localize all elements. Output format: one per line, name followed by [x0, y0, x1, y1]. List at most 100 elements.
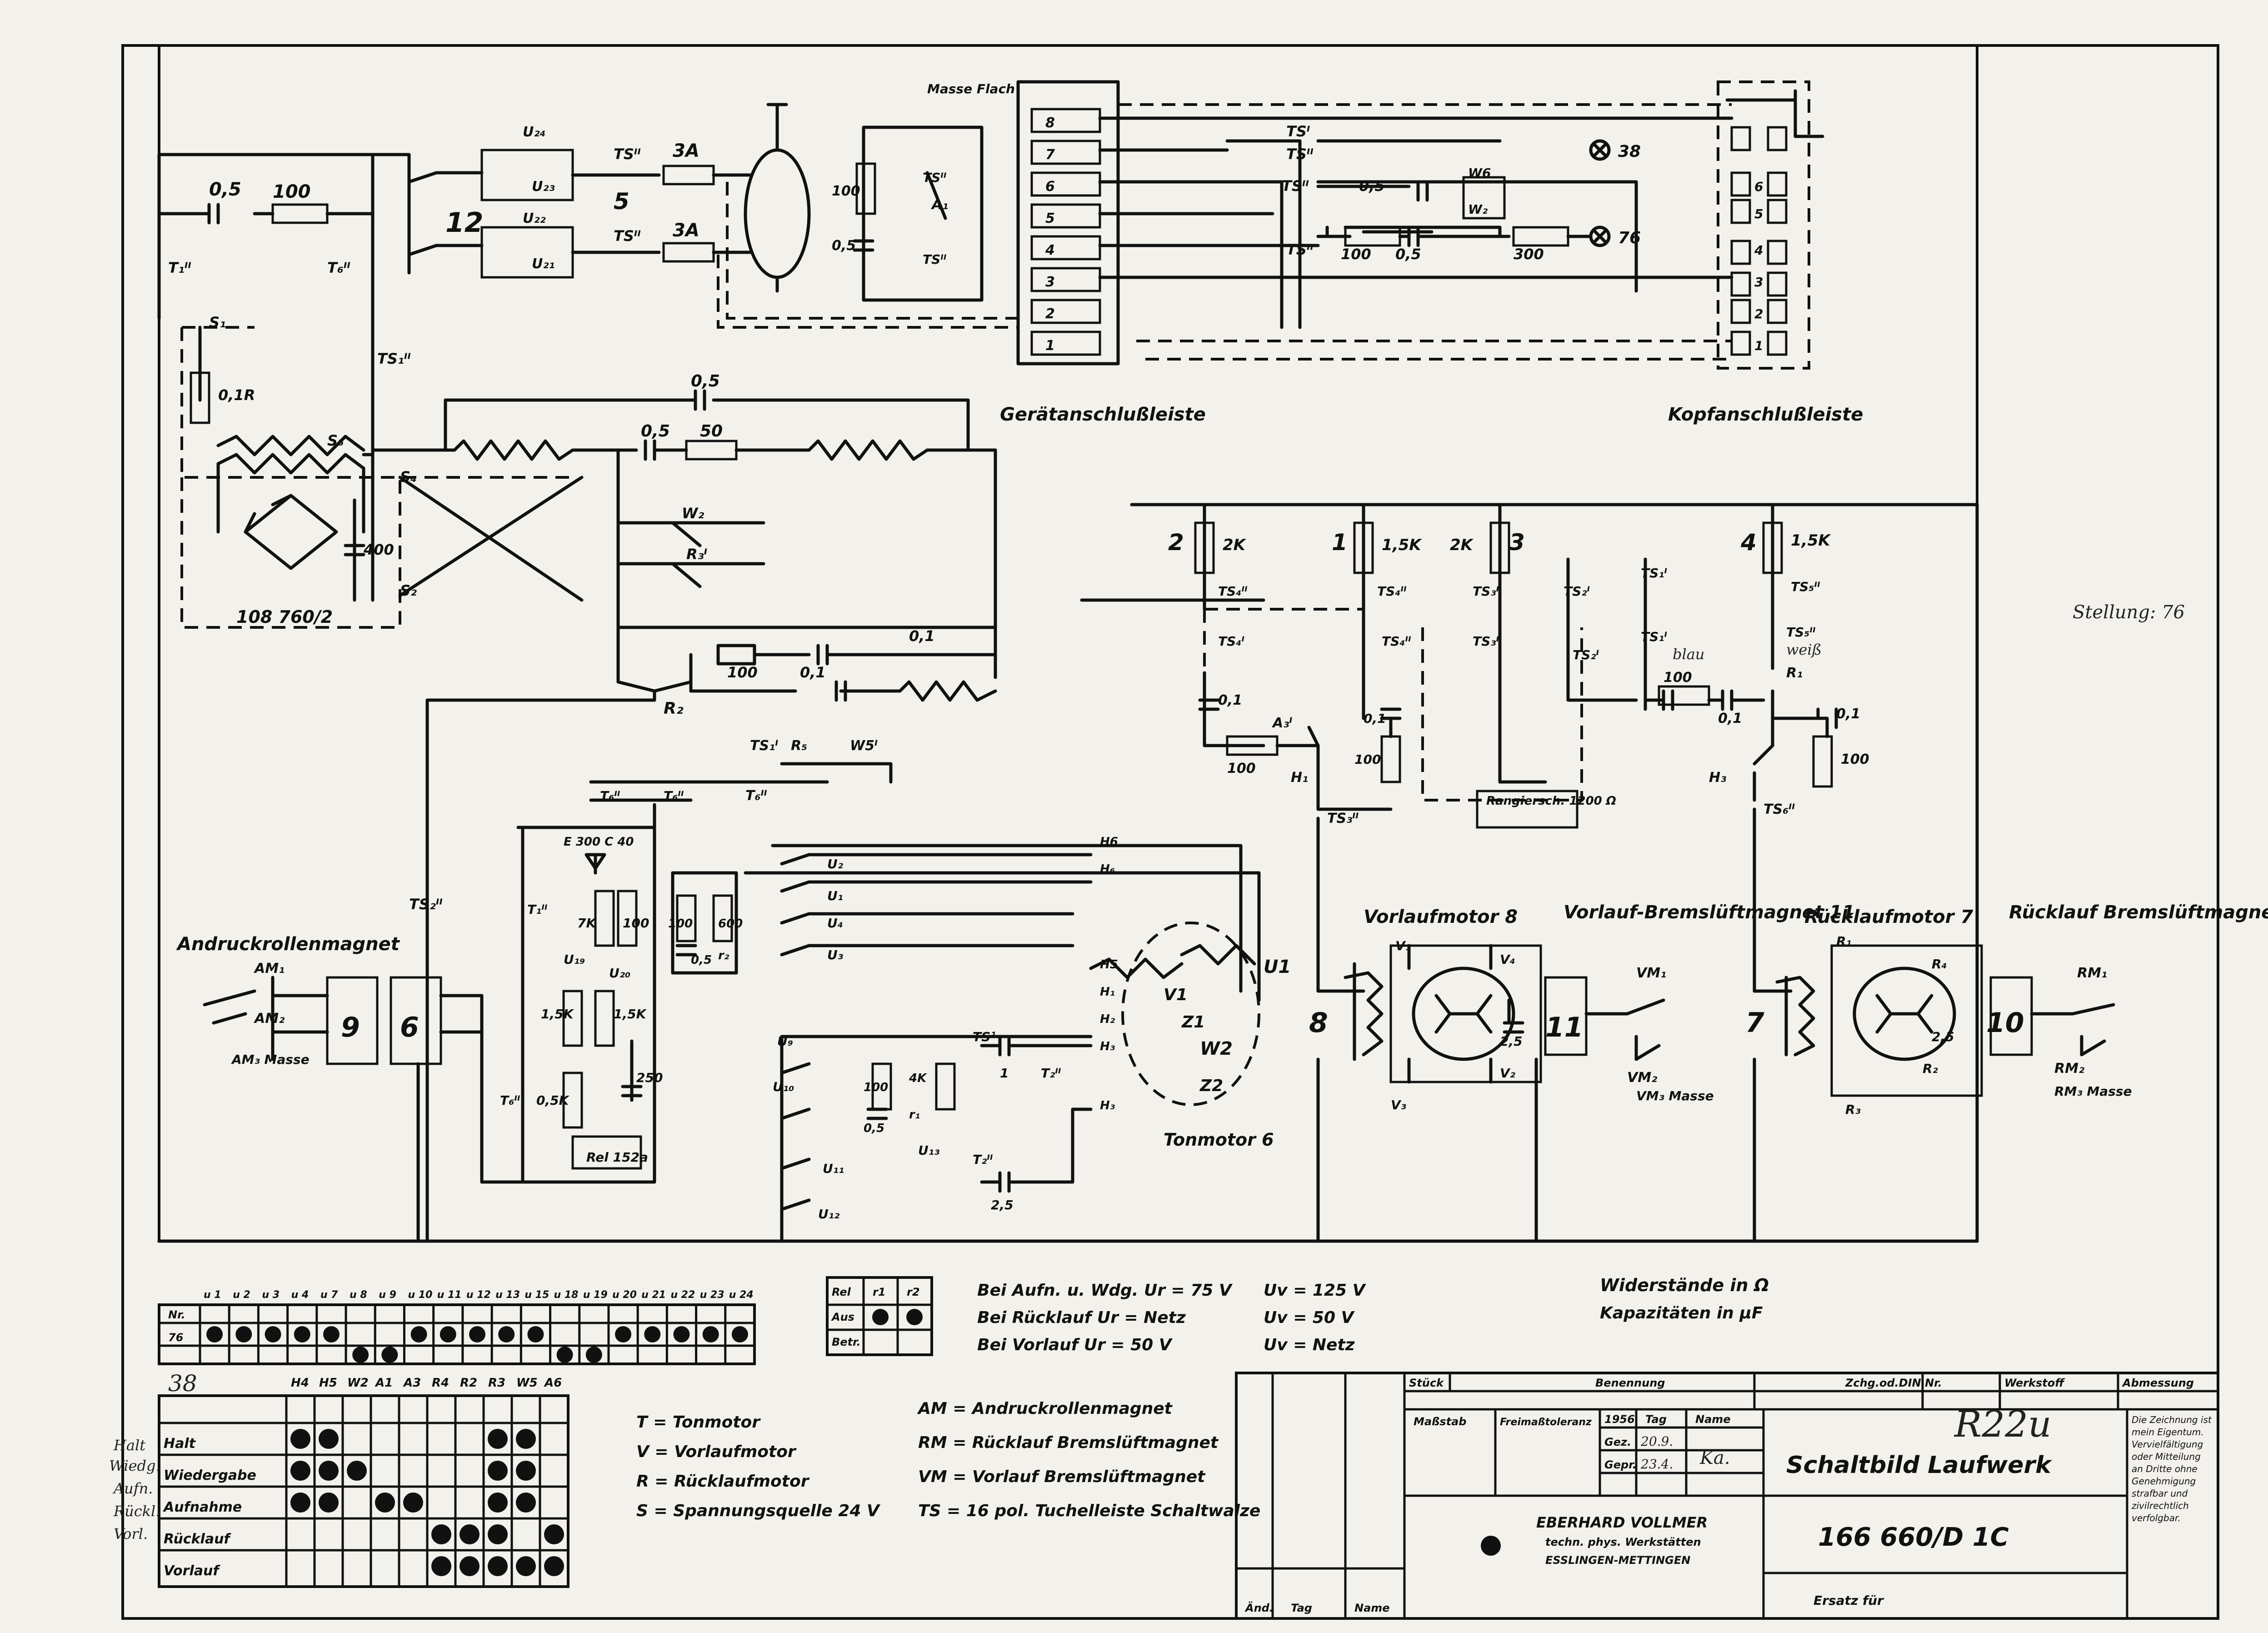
svg-text:3A: 3A — [673, 140, 699, 161]
svg-text:Vorlauf: Vorlauf — [164, 1563, 220, 1579]
svg-text:V1: V1 — [1164, 986, 1188, 1004]
mode-dot — [403, 1493, 423, 1513]
svg-text:Aufnahme: Aufnahme — [163, 1499, 242, 1515]
rectifier-section: 0,1R S₁ S₅ 400 108 760/2 S₄ S₂ — [180, 314, 417, 629]
table-top-header: u 18 — [554, 1289, 579, 1301]
svg-text:U1: U1 — [1264, 957, 1291, 977]
table-top-header: u 21 — [641, 1289, 666, 1301]
svg-text:100: 100 — [1354, 752, 1381, 767]
svg-text:TS₂ᴵ: TS₂ᴵ — [1564, 584, 1590, 599]
mode-dot — [319, 1493, 339, 1513]
svg-text:TSᴵᴵ: TSᴵᴵ — [1286, 241, 1314, 258]
svg-text:H₁: H₁ — [1291, 770, 1308, 786]
svg-text:Freimaßtoleranz: Freimaßtoleranz — [1500, 1417, 1592, 1428]
table-bottom-header: R2 — [460, 1376, 477, 1390]
svg-text:T = Tonmotor: T = Tonmotor — [636, 1413, 761, 1432]
svg-text:Vorlauf-Bremslüftmagnet 11: Vorlauf-Bremslüftmagnet 11 — [1564, 902, 1855, 923]
svg-text:Rel 152a: Rel 152a — [586, 1150, 648, 1165]
svg-text:100: 100 — [1341, 245, 1371, 263]
svg-text:H₃: H₃ — [1100, 1099, 1115, 1112]
svg-text:U₂: U₂ — [827, 857, 844, 872]
kopf-connector: 6 5 4 3 2 1 Kopfanschlußleiste — [1668, 80, 1863, 425]
svg-text:r1: r1 — [873, 1286, 886, 1298]
svg-text:TSᴵᴵ: TSᴵᴵ — [1286, 145, 1314, 163]
svg-text:100: 100 — [1841, 751, 1869, 767]
svg-text:2: 2 — [1045, 306, 1055, 322]
svg-text:TS₅ᴵᴵ: TS₅ᴵᴵ — [1791, 579, 1820, 594]
svg-text:ESSLINGEN-METTINGEN: ESSLINGEN-METTINGEN — [1545, 1554, 1690, 1567]
svg-text:4: 4 — [1754, 243, 1763, 258]
table-top-header: u 12 — [466, 1289, 491, 1301]
svg-text:U₁₂: U₁₂ — [818, 1207, 840, 1222]
svg-text:TS₁ᴵ: TS₁ᴵ — [1641, 629, 1668, 644]
svg-text:Rücklauf: Rücklauf — [164, 1531, 231, 1547]
svg-text:Stück: Stück — [1409, 1377, 1444, 1389]
svg-text:2,5: 2,5 — [1932, 1029, 1954, 1044]
svg-text:TS = 16 pol. Tuchelleiste Scha: TS = 16 pol. Tuchelleiste Schaltwalze — [918, 1502, 1260, 1520]
svg-text:U₁₀: U₁₀ — [773, 1079, 794, 1094]
table-top-header: u 8 — [350, 1289, 367, 1301]
mode-dot — [544, 1556, 564, 1576]
table-bottom-header: W2 — [347, 1376, 369, 1390]
svg-text:TSᴵᴵ: TSᴵᴵ — [614, 145, 641, 163]
mode-dot — [347, 1461, 367, 1481]
svg-text:Uv = 50 V: Uv = 50 V — [1264, 1308, 1355, 1327]
svg-text:U₄: U₄ — [827, 916, 843, 931]
svg-text:RM₂: RM₂ — [2054, 1061, 2084, 1077]
table-dot — [381, 1347, 398, 1363]
svg-text:4: 4 — [1045, 242, 1055, 258]
svg-text:R₂: R₂ — [1923, 1061, 1938, 1076]
svg-text:TSᴵ: TSᴵ — [1286, 123, 1310, 140]
svg-text:Änd.: Änd. — [1244, 1601, 1274, 1614]
svg-text:W6: W6 — [1468, 165, 1491, 180]
svg-text:8: 8 — [1309, 1007, 1328, 1039]
svg-text:3: 3 — [1509, 529, 1525, 556]
svg-text:0,5K: 0,5K — [536, 1093, 570, 1108]
mode-dot — [290, 1461, 310, 1481]
svg-text:100: 100 — [864, 1081, 888, 1094]
svg-text:3A: 3A — [673, 220, 699, 241]
svg-text:Tag: Tag — [1291, 1602, 1312, 1614]
svg-text:3: 3 — [1045, 274, 1055, 290]
svg-text:1: 1 — [1332, 529, 1348, 556]
svg-text:400: 400 — [363, 541, 394, 558]
table-bottom-header: A1 — [375, 1376, 393, 1390]
svg-text:0,1R: 0,1R — [218, 386, 255, 404]
mode-dot — [290, 1493, 310, 1513]
svg-text:4: 4 — [1740, 529, 1757, 556]
table-top-header: u 3 — [262, 1289, 280, 1301]
table-top-header: u 9 — [379, 1289, 396, 1301]
svg-text:blau: blau — [1673, 646, 1704, 663]
svg-text:76: 76 — [168, 1331, 183, 1344]
svg-text:techn. phys. Werkstätten: techn. phys. Werkstätten — [1545, 1536, 1701, 1548]
svg-text:Bei Vorlauf Ur = 50 V: Bei Vorlauf Ur = 50 V — [977, 1336, 1173, 1354]
svg-text:VM = Vorlauf Bremslüftmagnet: VM = Vorlauf Bremslüftmagnet — [918, 1468, 1206, 1486]
svg-text:Vorlaufmotor 8: Vorlaufmotor 8 — [1364, 907, 1518, 927]
svg-text:TS₆ᴵᴵ: TS₆ᴵᴵ — [1763, 801, 1795, 817]
svg-text:4K: 4K — [909, 1072, 927, 1085]
svg-text:U₉: U₉ — [777, 1034, 793, 1049]
svg-text:U₂₂: U₂₂ — [523, 210, 546, 226]
svg-text:20.9.: 20.9. — [1640, 1434, 1673, 1449]
table-dot — [702, 1326, 719, 1342]
svg-text:5: 5 — [614, 188, 629, 215]
resistor-01r — [190, 371, 210, 424]
svg-text:R₅: R₅ — [791, 738, 807, 754]
svg-text:0,5: 0,5 — [864, 1122, 884, 1135]
mode-dot — [488, 1429, 508, 1449]
table-dot — [206, 1326, 223, 1342]
svg-text:U₂₀: U₂₀ — [609, 966, 630, 981]
mode-dot — [516, 1429, 536, 1449]
svg-text:AM₁: AM₁ — [254, 961, 285, 977]
svg-text:T₁ᴵᴵ: T₁ᴵᴵ — [527, 902, 548, 917]
svg-text:Benennung: Benennung — [1595, 1377, 1665, 1389]
svg-text:TS₂ᴵᴵ: TS₂ᴵᴵ — [409, 896, 443, 913]
table-bottom-header: H4 — [291, 1376, 309, 1390]
svg-text:T₆ᴵᴵ: T₆ᴵᴵ — [500, 1093, 520, 1108]
bridge-rectifier — [244, 494, 338, 570]
svg-text:2: 2 — [1754, 306, 1763, 321]
svg-text:Aus: Aus — [831, 1311, 854, 1323]
table-dot — [294, 1326, 310, 1342]
svg-text:T₆ᴵᴵ: T₆ᴵᴵ — [327, 259, 350, 276]
svg-text:1,5K: 1,5K — [1791, 531, 1831, 550]
